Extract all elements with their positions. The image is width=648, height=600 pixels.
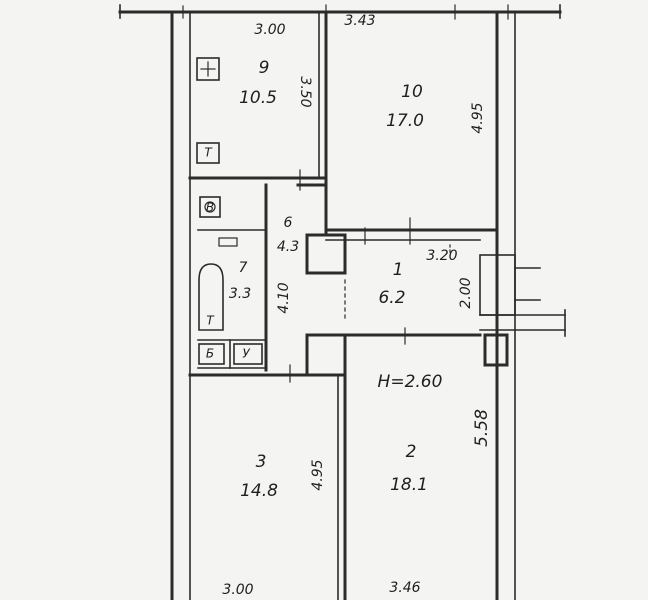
dim-room3-width: 3.00 — [222, 582, 253, 598]
dim-room6-depth: 4.10 — [276, 282, 292, 313]
room-3-area: 14.8 — [240, 481, 278, 501]
walls — [118, 4, 562, 600]
dim-room9-depth: 3.50 — [297, 76, 313, 107]
shafts — [305, 233, 516, 377]
mark-bath-t: Т — [206, 314, 215, 328]
dim-room10-width: 3.43 — [344, 13, 375, 29]
mark-closet-v: В — [206, 201, 214, 215]
room-2-number: 2 — [406, 442, 417, 462]
dim-room10-depth: 4.95 — [470, 102, 486, 133]
fixtures — [196, 57, 263, 365]
room-6-area: 4.3 — [277, 239, 299, 255]
mark-kitchen-t: Т — [204, 146, 213, 160]
room-3-number: 3 — [256, 452, 267, 472]
room-6-number: 6 — [284, 215, 293, 231]
room-7-area: 3.3 — [229, 286, 251, 302]
room-1-number: 1 — [393, 260, 404, 280]
entrance-door — [479, 267, 566, 337]
dim-room2-width: 3.46 — [389, 580, 420, 596]
room-9-number: 9 — [259, 58, 270, 78]
room-10-area: 17.0 — [386, 111, 424, 131]
dim-room2-depth: 5.58 — [472, 409, 492, 447]
dim-room3-depth: 4.95 — [310, 459, 326, 490]
door-swings — [344, 244, 451, 321]
ceiling-height-label: H=2.60 — [378, 372, 443, 392]
dim-room9-width: 3.00 — [254, 22, 285, 38]
room-1-area: 6.2 — [378, 288, 405, 308]
room-2-area: 18.1 — [390, 475, 428, 495]
mark-closet-b: Б — [206, 347, 214, 361]
dim-room1-depth: 2.00 — [458, 277, 474, 308]
hatch-marks — [182, 4, 509, 383]
dim-room1-width: 3.20 — [426, 248, 457, 264]
mark-toilet-u: У — [242, 347, 250, 361]
room-10-number: 10 — [401, 82, 423, 102]
room-9-area: 10.5 — [239, 88, 277, 108]
room-7-number: 7 — [239, 260, 248, 276]
